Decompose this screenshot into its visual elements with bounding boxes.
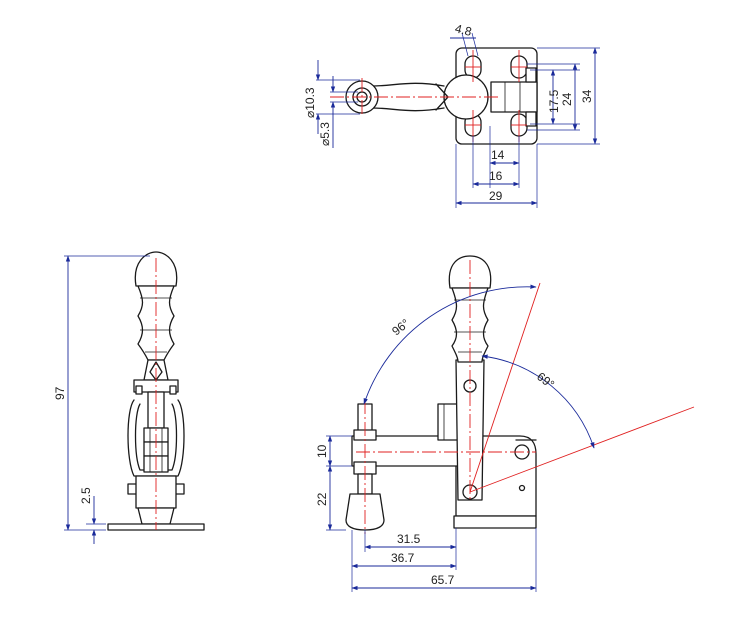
dim-top-base-width: 29 — [489, 189, 503, 203]
dim-front-bar-height: 10 — [315, 444, 329, 458]
dim-side-overall-height: 97 — [53, 386, 67, 400]
dim-top-spacing-24: 24 — [560, 92, 574, 106]
dim-top-base-depth: 34 — [580, 89, 594, 103]
dim-front-spindle-height: 22 — [315, 492, 329, 506]
dim-side-base-thickness: 2.5 — [79, 487, 93, 504]
front-angle-96-arc — [363, 284, 537, 405]
dim-top-spacing-16: 16 — [489, 169, 503, 183]
dim-top-slot-width: 4.8 — [454, 21, 474, 39]
side-view: 97 2.5 — [53, 251, 205, 544]
dim-front-length-36-7: 36.7 — [391, 551, 415, 565]
dim-top-dia-inner: ⌀5.3 — [318, 122, 332, 146]
dim-top-spacing-14: 14 — [491, 148, 505, 162]
dim-front-length-31-5: 31.5 — [397, 532, 421, 546]
front-view: 96° 69° 10 22 31.5 36.7 65.7 — [315, 255, 695, 592]
front-angle-69-arc — [481, 354, 595, 449]
front-clamp-bar — [351, 435, 471, 467]
dim-front-length-overall: 65.7 — [431, 573, 455, 587]
dim-top-dia-outer: ⌀10.3 — [303, 87, 317, 118]
top-view: 4.8 ⌀10.3 ⌀5.3 14 16 29 17.5 24 — [303, 21, 600, 208]
dim-top-spacing-17-5: 17.5 — [547, 89, 561, 113]
dim-front-angle-96: 96° — [389, 316, 412, 338]
